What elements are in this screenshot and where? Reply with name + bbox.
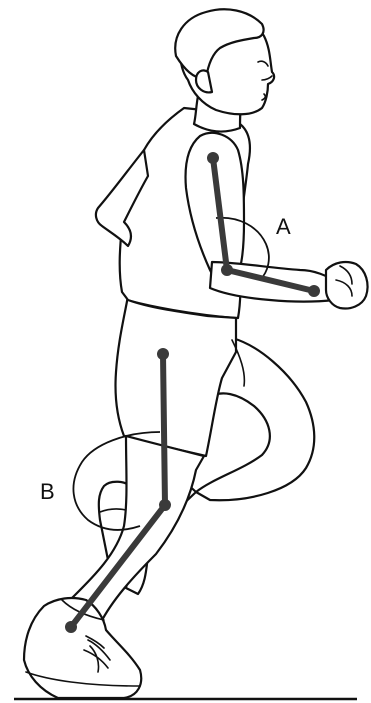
shoulder-joint [207,152,219,164]
front-leg [64,436,204,624]
elbow-joint [221,264,233,276]
label-b: B [40,479,55,504]
hip-joint [157,348,169,360]
label-a: A [276,214,291,239]
wrist-joint [308,285,320,297]
ankle-joint [65,621,77,633]
shorts [115,296,236,456]
thigh-segment [163,354,165,505]
knee-joint [159,499,171,511]
